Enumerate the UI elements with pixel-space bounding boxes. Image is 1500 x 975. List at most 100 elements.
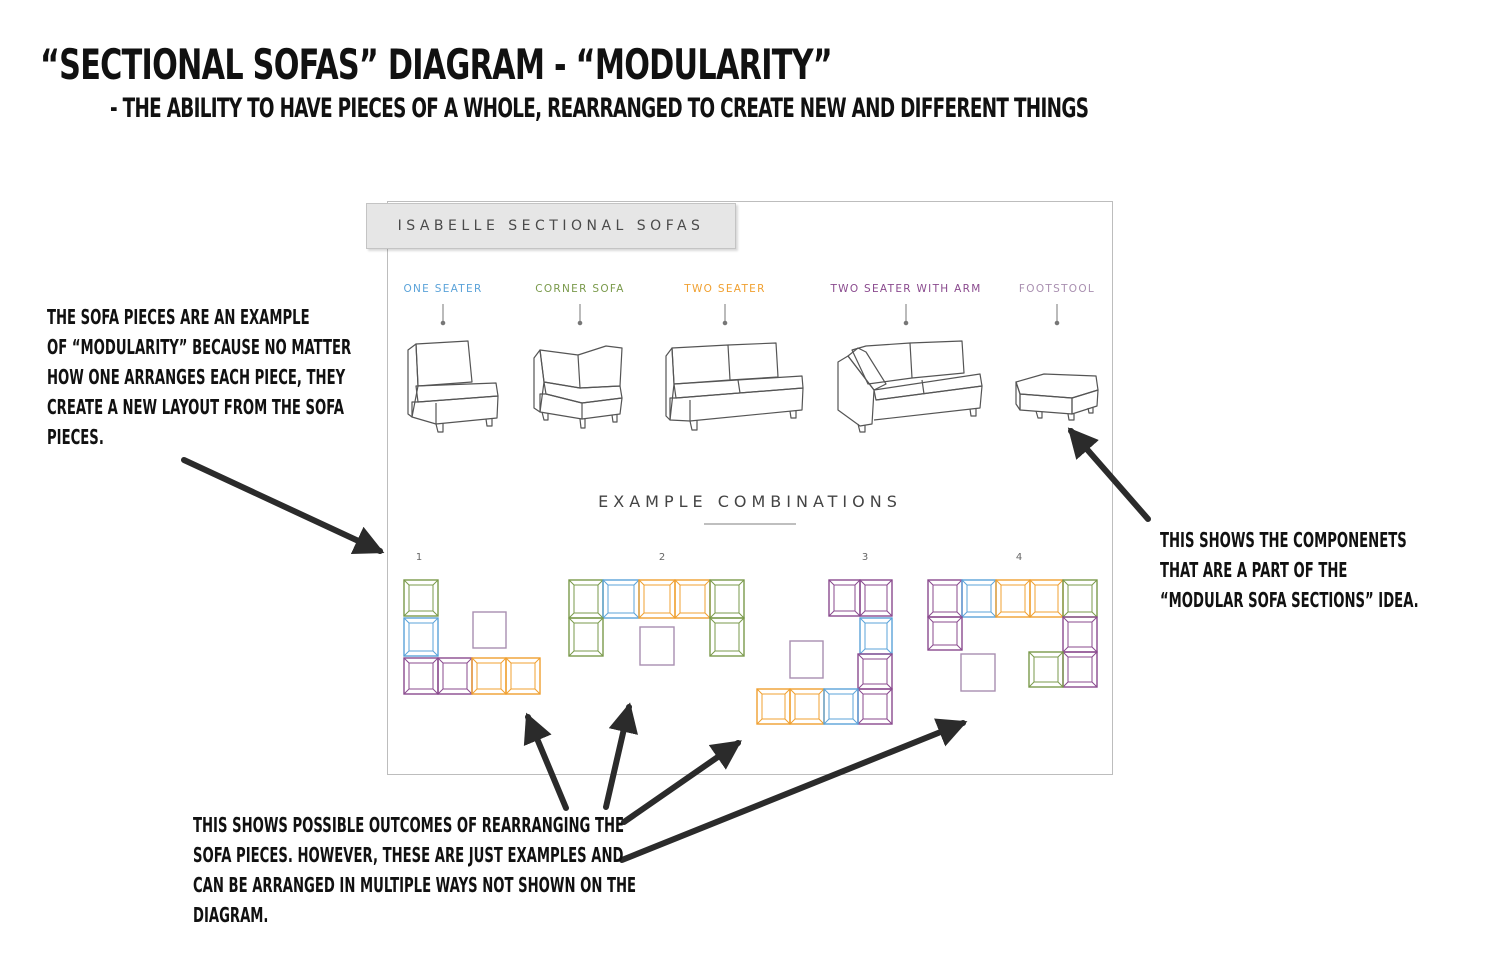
piece-label-one-seater: ONE SEATER bbox=[403, 283, 482, 295]
sofa-module-bevel bbox=[403, 688, 410, 695]
sofa-module-one-seater bbox=[823, 688, 859, 725]
sofa-module-bevel bbox=[784, 688, 791, 695]
sofa-module-footstool bbox=[472, 611, 507, 649]
sofa-module-cushion bbox=[862, 693, 888, 720]
arrow-icon bbox=[619, 718, 968, 863]
sofa-module-bevel bbox=[505, 688, 512, 695]
sofa-module-cushion bbox=[1067, 584, 1093, 613]
sofa-module-bevel bbox=[927, 644, 934, 651]
sofa-module-bevel bbox=[857, 718, 864, 725]
sofa-module-bevel bbox=[927, 616, 934, 623]
sofa-module-bevel bbox=[1028, 651, 1035, 658]
sofa-module-cushion bbox=[862, 658, 888, 685]
sofa-module-bevel bbox=[852, 688, 859, 695]
sofa-module-bevel bbox=[927, 579, 934, 586]
sofa-module-bevel bbox=[886, 718, 893, 725]
sofa-module-two-seater-arm bbox=[859, 579, 893, 617]
note-right: THIS SHOWS THE COMPONENETS THAT ARE A PA… bbox=[1160, 525, 1419, 615]
sofa-module-bevel bbox=[990, 579, 997, 586]
sofa-module-bevel bbox=[961, 611, 968, 618]
sofa-module-bevel bbox=[927, 611, 934, 618]
sofa-module-bevel bbox=[1091, 579, 1098, 586]
sofa-module-bevel bbox=[1091, 616, 1098, 623]
example-combinations bbox=[403, 579, 1098, 725]
sofa-module-bevel bbox=[1029, 611, 1036, 618]
combination-number: 3 bbox=[862, 552, 868, 563]
piece-label-footstool: FOOTSTOOL bbox=[1019, 283, 1095, 295]
sofa-module-bevel bbox=[704, 612, 711, 619]
brand-label: ISABELLE SECTIONAL SOFAS bbox=[397, 218, 705, 234]
sofa-module-bevel bbox=[466, 657, 473, 664]
sofa-module-bevel bbox=[1057, 611, 1064, 618]
piece-label-corner-sofa: CORNER SOFA bbox=[535, 283, 625, 295]
note-line: HOW ONE ARRANGES EACH PIECE, THEY bbox=[47, 365, 346, 389]
sofa-module-bevel bbox=[432, 650, 439, 657]
sofa-module-cushion bbox=[1034, 584, 1059, 613]
sofa-module-cushion bbox=[607, 584, 635, 614]
sofa-module-bevel bbox=[1062, 651, 1069, 658]
note-line: PIECES. bbox=[47, 425, 104, 449]
sofa-module-cushion bbox=[679, 584, 706, 614]
two-seater-sofa-icon bbox=[665, 342, 804, 431]
sofa-diagram-panel bbox=[387, 201, 1113, 775]
sofa-module-cushion bbox=[932, 584, 958, 613]
sofa-module-bevel bbox=[534, 657, 541, 664]
combination-number: 2 bbox=[659, 552, 665, 563]
sofa-module-bevel bbox=[823, 688, 830, 695]
sofa-module-bevel bbox=[886, 653, 893, 660]
piece-label-two-seater-with-arm: TWO SEATER WITH ARM bbox=[829, 283, 981, 295]
sofa-module-bevel bbox=[500, 688, 507, 695]
sofa-module-cushion bbox=[761, 693, 786, 720]
combination-number: 1 bbox=[416, 552, 422, 563]
sofa-module-bevel bbox=[709, 650, 716, 657]
sofa-module-bevel bbox=[403, 650, 410, 657]
sofa-module-corner bbox=[568, 617, 604, 657]
sofa-module-bevel bbox=[674, 612, 681, 619]
sofa-module-cushion bbox=[573, 584, 599, 614]
sofa-module-bevel bbox=[854, 610, 861, 617]
sofa-module-bevel bbox=[437, 688, 444, 695]
sofa-module-bevel bbox=[602, 579, 609, 586]
arrow-icon bbox=[603, 702, 638, 810]
sofa-module-cushion bbox=[408, 584, 434, 612]
sofa-module-bevel bbox=[990, 611, 997, 618]
arrow-icon bbox=[1067, 427, 1151, 522]
sofa-module-bevel bbox=[859, 610, 866, 617]
sofa-module-bevel bbox=[1091, 681, 1098, 688]
sofa-module-bevel bbox=[568, 617, 575, 624]
sofa-module-bevel bbox=[1062, 681, 1069, 688]
sofa-module-two-seater bbox=[505, 657, 541, 695]
footstool-icon bbox=[1015, 373, 1099, 421]
sofa-module-bevel bbox=[857, 683, 864, 690]
sofa-module-footstool bbox=[639, 626, 675, 666]
sofa-module-bevel bbox=[886, 610, 893, 617]
sofa-module-bevel bbox=[995, 611, 1002, 618]
sofa-module-cushion bbox=[828, 693, 854, 720]
sofa-module-cushion bbox=[573, 622, 599, 652]
sofa-module-bevel bbox=[789, 688, 796, 695]
corner-sofa-icon bbox=[533, 345, 623, 429]
sofa-module-bevel bbox=[466, 688, 473, 695]
sofa-module-bevel bbox=[784, 718, 791, 725]
sofa-module-cushion bbox=[408, 622, 434, 652]
sofa-module-bevel bbox=[638, 612, 645, 619]
sofa-module-bevel bbox=[823, 718, 830, 725]
sofa-module-cushion bbox=[966, 584, 992, 613]
sofa-module-bevel bbox=[432, 610, 439, 617]
sofa-module-cushion bbox=[1067, 621, 1093, 648]
sofa-module-cushion bbox=[864, 584, 888, 612]
sofa-module-bevel bbox=[669, 612, 676, 619]
sofa-module-bevel bbox=[738, 650, 745, 657]
sofa-module-corner bbox=[709, 617, 745, 657]
sofa-module-cushion bbox=[864, 622, 888, 650]
sofa-module-bevel bbox=[961, 579, 968, 586]
sofa-module-bevel bbox=[738, 579, 745, 586]
piece-label-two-seater: TWO SEATER bbox=[683, 283, 765, 295]
sofa-module-bevel bbox=[534, 688, 541, 695]
sofa-module-bevel bbox=[859, 579, 866, 586]
sofa-module-bevel bbox=[568, 650, 575, 657]
two-seater-with-arm-sofa-icon bbox=[837, 340, 983, 433]
sofa-module-bevel bbox=[403, 610, 410, 617]
sofa-module-bevel bbox=[1091, 651, 1098, 658]
sofa-module-bevel bbox=[859, 617, 866, 624]
